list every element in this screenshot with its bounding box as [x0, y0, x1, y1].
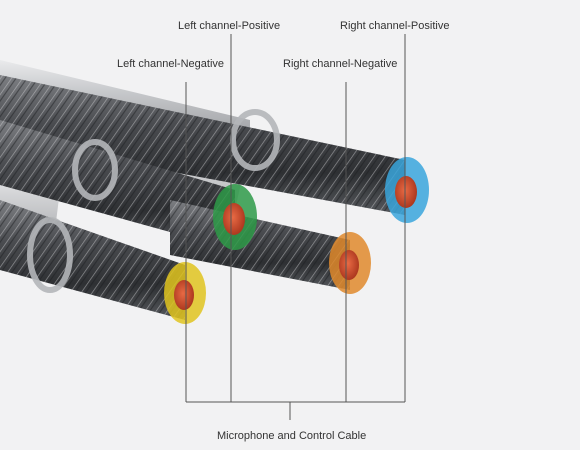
label-left-channel-negative: Left channel-Negative [117, 58, 225, 70]
end-cap-left-positive [213, 184, 257, 250]
wire-left-negative [0, 200, 185, 320]
label-microphone-control-cable: Microphone and Control Cable [217, 430, 367, 442]
wire-right-positive [0, 75, 405, 215]
end-cap-right-negative [329, 232, 371, 294]
end-cap-left-negative [164, 262, 206, 324]
leader-lines [185, 34, 406, 420]
label-right-channel-positive: Right channel-Positive [340, 20, 450, 32]
label-left-channel-positive: Left channel-Positive [178, 20, 281, 32]
end-cap-right-positive [385, 157, 429, 223]
label-right-channel-negative: Right channel-Negative [283, 58, 398, 70]
